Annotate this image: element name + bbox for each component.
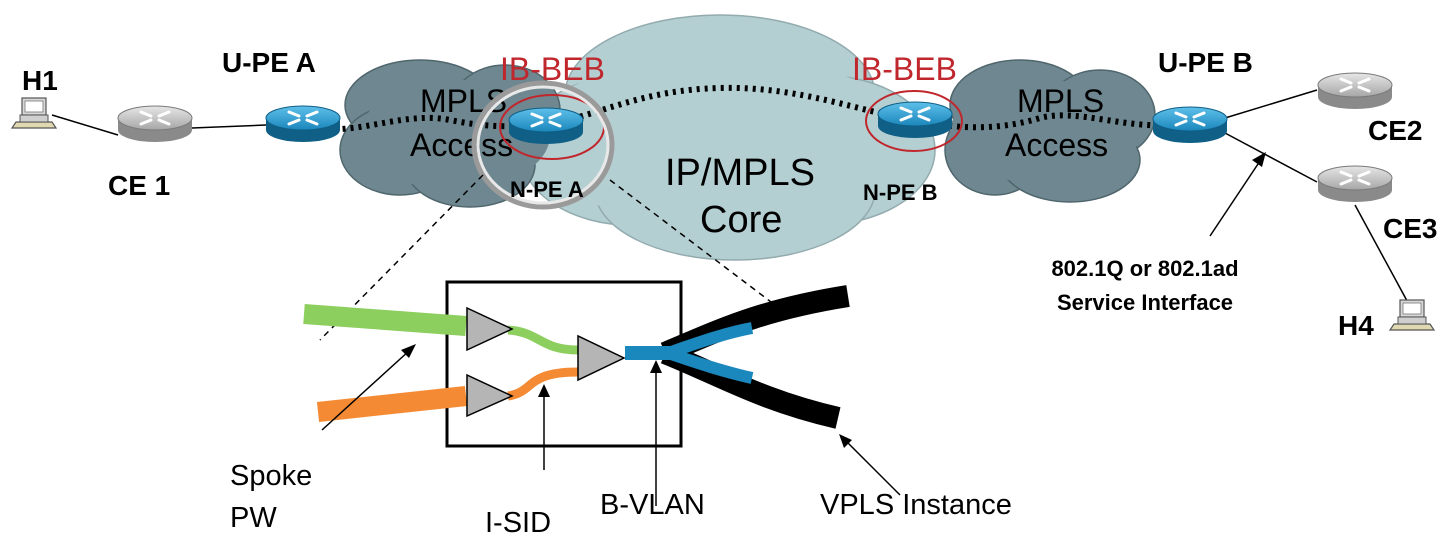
bvlan-label: B-VLAN [600, 489, 705, 521]
isid-arrow [538, 384, 550, 470]
core-label-line2: Core [700, 199, 782, 241]
bvlan-tube [625, 322, 754, 384]
bridge-detail-box [445, 280, 683, 448]
bvlan-arrow [650, 360, 662, 506]
spoke-pw-arrow [321, 344, 416, 431]
ib-beb-b-circle [865, 90, 963, 152]
pw-label-line2: PW [230, 502, 277, 534]
ib-beb-b-label: IB-BEB [852, 51, 957, 87]
zoom-magnifier-circle [471, 80, 615, 210]
h1-label: H1 [22, 65, 58, 96]
access-left-label-line2: Access [410, 127, 513, 163]
vpls-arrow [839, 434, 901, 496]
h1-pc-icon[interactable] [11, 97, 57, 129]
ib-beb-a-label: IB-BEB [500, 51, 605, 87]
upe-b-label: U-PE B [1158, 47, 1253, 78]
ce2-label: CE2 [1368, 115, 1422, 146]
spoke-pw-orange [316, 367, 579, 422]
h4-label: H4 [1338, 310, 1374, 341]
orange-port-triangle [466, 373, 514, 418]
ce1-label: CE 1 [108, 170, 170, 201]
upe-a-label: U-PE A [222, 47, 316, 78]
service-interface-arrow [1209, 152, 1266, 237]
upe-b-router-icon[interactable] [1151, 105, 1229, 145]
bridge-port-triangles [466, 306, 626, 418]
left-links [51, 114, 267, 136]
spoke-pw-green [303, 304, 579, 355]
bvlan-port-triangle [577, 334, 626, 382]
access-right-label-line2: Access [1005, 127, 1108, 163]
h4-pc-icon[interactable] [1389, 299, 1435, 331]
ce2-router-icon[interactable] [1316, 71, 1394, 111]
npe-b-router-icon[interactable] [876, 100, 954, 140]
npe-b-label: N-PE B [863, 180, 938, 205]
core-cloud [519, 14, 936, 261]
zoom-dashed-lines [319, 174, 776, 341]
core-label-line1: IP/MPLS [665, 152, 815, 194]
service-interface-label-line2: Service Interface [1057, 290, 1233, 315]
green-port-triangle [466, 306, 514, 352]
vpls-instance-label: VPLS Instance [820, 489, 1012, 521]
right-links [1224, 89, 1413, 311]
npe-a-label: N-PE A [510, 177, 584, 202]
ce3-label: CE3 [1383, 213, 1437, 244]
upe-a-router-icon[interactable] [264, 104, 342, 144]
service-interface-label-line1: 802.1Q or 802.1ad [1051, 256, 1238, 281]
ce3-router-icon[interactable] [1316, 164, 1394, 204]
npe-a-router-icon[interactable] [507, 106, 585, 146]
isid-label: I-SID [485, 507, 551, 538]
spoke-label-line1: Spoke [230, 460, 312, 492]
ce1-router-icon[interactable] [116, 104, 194, 144]
